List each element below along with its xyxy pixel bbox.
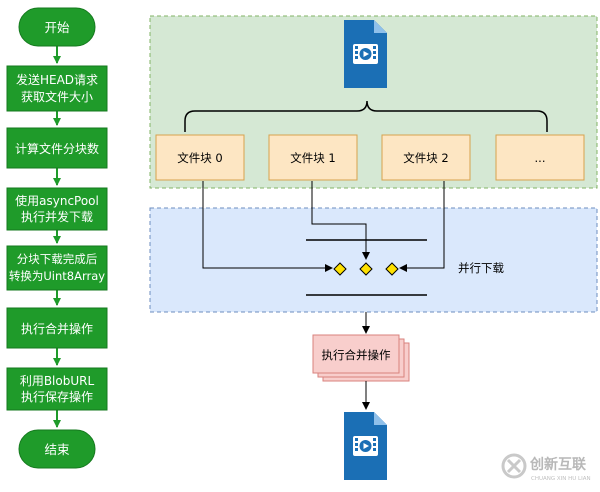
flow-step-label: 计算文件分块数: [15, 141, 99, 156]
parallel-download-label: 并行下载: [458, 261, 504, 275]
flow-step-label: 转换为Uint8Array: [9, 269, 105, 283]
chunk-label: 文件块 1: [290, 151, 335, 165]
merge-box: [312, 334, 400, 374]
download-arrow: [202, 181, 333, 272]
chunk-box: [268, 134, 358, 181]
chunk-label: ...: [535, 151, 546, 165]
flow-step-label: 获取文件大小: [21, 89, 93, 104]
flow-step-node: [6, 127, 108, 169]
watermark-subtext: CHUANG XIN HU LIAN: [531, 476, 591, 482]
chunk-token: [359, 262, 373, 276]
flow-step-node: [6, 65, 108, 112]
watermark-logo-icon: [506, 458, 522, 474]
flow-step-label: 执行合并操作: [21, 321, 93, 336]
flow-step-node: [6, 245, 108, 291]
flow-end-node: [18, 429, 96, 469]
flow-step-label: 使用asyncPool: [15, 193, 99, 208]
video-file-icon: [344, 20, 387, 88]
chunk-box: [381, 134, 471, 181]
chunk-token: [333, 262, 347, 276]
chunk-label: 文件块 0: [177, 151, 222, 165]
chunk-row: 文件块 0 文件块 1 文件块 2 ...: [155, 134, 585, 181]
flow-step-node: [6, 187, 108, 231]
flow-step-node: [6, 307, 108, 349]
flow-start-label: 开始: [44, 20, 70, 35]
download-arrow: [399, 181, 445, 272]
chunk-box: [155, 134, 245, 181]
flow-step-label: 执行保存操作: [21, 389, 93, 404]
merge-stack: 执行合并操作: [312, 334, 410, 382]
watermark: 创新互联 CHUANG XIN HU LIAN: [496, 446, 598, 486]
flow-step-label: 执行并发下载: [21, 209, 93, 224]
watermark-text: 创新互联: [529, 456, 587, 473]
flow-step-label: 分块下载完成后: [17, 252, 98, 266]
chunk-box: [495, 134, 585, 181]
chunk-token: [385, 262, 399, 276]
flow-step-label: 利用BlobURL: [20, 374, 95, 388]
flow-step-label: 发送HEAD请求: [16, 72, 98, 87]
video-file-icon: [344, 412, 387, 480]
merge-label: 执行合并操作: [322, 348, 391, 362]
flow-start-node: [18, 7, 96, 47]
split-brace: [184, 100, 548, 132]
download-arrow: [311, 181, 370, 260]
flow-step-node: [6, 367, 108, 411]
parallel-download-region: [149, 207, 598, 313]
chunk-queue: [333, 262, 399, 276]
flowchart: 开始 发送HEAD请求 获取文件大小 计算文件分块数 使用asyncPool 执…: [6, 7, 108, 469]
flow-end-label: 结束: [44, 442, 70, 457]
watermark-logo-icon: [501, 453, 527, 479]
chunk-label: 文件块 2: [403, 151, 448, 165]
